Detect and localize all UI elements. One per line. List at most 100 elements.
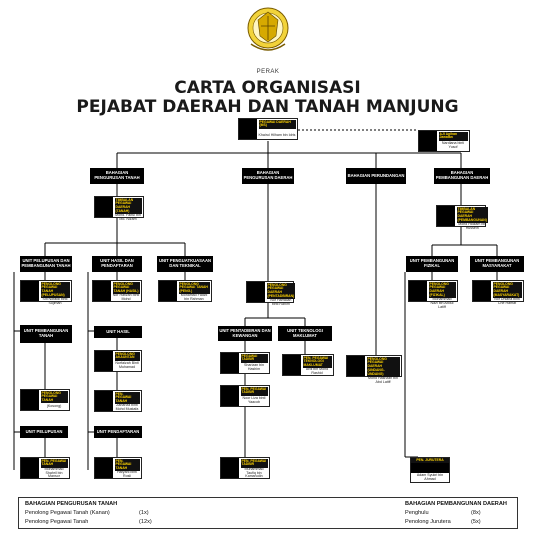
photo-placeholder [247, 282, 265, 302]
unit-penguatkuasaan: UNIT PENGUATKUASAAN DAN TEKNIKAL [157, 256, 213, 272]
photo-placeholder [95, 458, 113, 478]
person-name: Mohd Hasrizan bin Abd Latiff [368, 375, 398, 384]
unit-pendaftaran: UNIT PENDAFTARAN [94, 426, 142, 438]
chart-title: CARTA ORGANISASI [174, 78, 361, 98]
unit-teknologi: UNIT TEKNOLOGI MAKLUMAT [278, 326, 332, 341]
role-label: PEN. PEGAWAI TANAH [114, 392, 140, 405]
unit-pentadbiran-kewangan: UNIT PENTADBIRAN DAN KEWANGAN [218, 326, 272, 341]
pt-head-card: TIMBALAN PEGAWAI DAERAH (TANAH)Mohd. Fai… [94, 196, 144, 221]
photo-placeholder [473, 281, 491, 301]
pegawai-daerah-card: PEGAWAI DAERAH (MS) Khairul Hilham bin Id… [238, 118, 298, 140]
role-label: PEN. PEGAWAI TADBIR [240, 386, 268, 396]
person-name: Mohamad Fadzli bin Rahman [180, 293, 208, 302]
footer-right-item-1: Penghulu [405, 510, 429, 516]
person-name: Mohd. Fairul bin Md. Nizam [115, 213, 141, 222]
photo-placeholder [419, 131, 437, 151]
crest-caption: PERAK [256, 69, 280, 75]
photo-placeholder [411, 462, 449, 473]
fizikal-card: PENOLONG PEGAWAI DAERAH (FIZIKAL)Mohamma… [408, 280, 458, 309]
person-name: Nardiana binti Yusof [441, 141, 465, 150]
role-label: TIMBALAN PEGAWAI DAERAH (TANAH) [114, 198, 142, 215]
chart-subtitle: PEJABAT DAERAH DAN TANAH MANJUNG [76, 97, 459, 117]
bahagian-pengurusan-daerah: BAHAGIAN PENGURUSAN DAERAH [242, 168, 294, 184]
photo-placeholder [93, 281, 111, 301]
role-label: TIMBALAN PEGAWAI DAERAH (PEMBANGUNAN) [456, 206, 488, 224]
person-name: Sharizan bin Hashim [244, 363, 264, 372]
unit-pelupusan: UNIT PELUPUSAN [20, 426, 68, 438]
person-name: Mohd Hidzam bin Hussein [458, 222, 487, 231]
photo-placeholder [159, 281, 177, 301]
perak-crest-logo [247, 7, 289, 51]
role-label: PENOLONG PEGAWAI DAERAH (MASYARAKAT) [492, 282, 522, 299]
photo-placeholder [95, 391, 113, 411]
role-label: PEN. PEGAWAI TANAH [40, 458, 68, 468]
unit-masyarakat: UNIT PEMBANGUNAN MASYARAKAT [470, 256, 524, 272]
photo-placeholder [95, 197, 113, 217]
role-label: PENOLONG PEGAWAI TANAH (PENG.) [178, 281, 210, 295]
role-label: PEGAWAI DAERAH (MS) [258, 120, 296, 129]
person-name: Noor Liza binti Yaacob [242, 396, 266, 405]
person-name: (Kosong) [46, 404, 62, 409]
photo-placeholder [221, 386, 239, 406]
person-name: Norfaizah Binti Muhamad [115, 361, 139, 370]
footer-right-title: BAHAGIAN PEMBANGUNAN DAERAH [405, 501, 507, 507]
role-label: AJI Agihan Jawatan [438, 132, 468, 141]
footer-right-item-1-count: (8x) [471, 510, 481, 516]
footer-left-item-2: Penolong Pegawai Tanah [25, 519, 89, 525]
footer-right-item-2-count: (5x) [471, 519, 481, 525]
masyarakat-card: PENOLONG PEGAWAI DAERAH (MASYARAKAT)Nor … [472, 280, 524, 305]
role-label: PENOLONG AKAUNTAN [114, 352, 140, 361]
role-label: PENOLONG PEGAWAI DAERAH (FIZIKAL) [428, 282, 456, 299]
role-label: PENOLONG PEGAWAI DAERAH (UNDANG-UNDANG) [366, 357, 400, 377]
role-label: PEGAWAI TADBIR [240, 354, 268, 363]
person-name: Muhammad Taufiq bin Kamarudin [244, 466, 264, 479]
staff-summary-box: BAHAGIAN PENGURUSAN TANAH Penolong Pegaw… [18, 497, 518, 529]
role-label: PEN. PEGAWAI TADBIR [240, 458, 268, 468]
person-name: Haryani binti Rosli [117, 470, 137, 479]
pentadbiran-pd-card: PENOLONG PEGAWAI DAERAH (PENTADBIRAN)Nor… [246, 281, 296, 306]
unit-pembangunan-tanah: UNIT PEMBANGUNAN TANAH [20, 325, 72, 343]
bahagian-pengurusan-tanah: BAHAGIAN PENGURUSAN TANAH [90, 168, 144, 184]
photo-placeholder [437, 206, 455, 226]
bahagian-pembangunan-daerah: BAHAGIAN PEMBANGUNAN DAERAH [434, 168, 490, 184]
role-label: PENOLONG PEGAWAI TANAH (HASIL) [112, 281, 140, 295]
photo-placeholder [221, 458, 239, 478]
photo-placeholder [21, 390, 39, 410]
footer-right-item-2: Penolong Jurutera [405, 519, 451, 525]
photo-placeholder [283, 355, 301, 375]
bahagian-perundangan: BAHAGIAN PERUNDANGAN [346, 168, 406, 184]
person-name: Mohammad Nazi bin Abdul Latiff [430, 297, 454, 309]
person-name: Nor Hafizah binti Mohd [112, 293, 140, 302]
photo-placeholder [239, 119, 257, 139]
role-label: PENOLONG PEGAWAI TANAH [40, 391, 68, 404]
pembangunan-tanah-card: PENOLONG PEGAWAI TANAH(Kosong) [20, 389, 70, 411]
photo-placeholder [95, 351, 113, 371]
unit-pelupusan-pembangunan: UNIT PELUPUSAN DAN PEMBANGUNAN TANAH [20, 256, 72, 272]
person-name: Zanariza binti Mohd Mustafa [115, 403, 139, 412]
pd-head-card: TIMBALAN PEGAWAI DAERAH (PEMBANGUNAN)Moh… [436, 205, 488, 230]
footer-left-title: BAHAGIAN PENGURUSAN TANAH [25, 501, 118, 507]
unit-hasil: UNIT HASIL [94, 326, 142, 338]
person-name: Nor Dhiana binti Che Hamat [494, 297, 520, 306]
person-name: Khairul Hilham bin Idris [258, 133, 296, 138]
person-name: Nor Hamidah binti Rahim [270, 298, 292, 307]
unit-fizikal: UNIT PEMBANGUNAN FIZIKAL [406, 256, 458, 272]
fizikal-staff-card: PEN. JURUTERA Adam Syukri bin Ahmad [410, 457, 450, 483]
unit-hasil-pendaftaran: UNIT HASIL DAN PENDAFTARAN [92, 256, 142, 272]
hasil-card: PENOLONG PEGAWAI TANAH (HASIL)Nor Hafiza… [92, 280, 142, 302]
footer-left-item-1: Penolong Pegawai Tanah (Kanan) [25, 510, 110, 516]
photo-placeholder [21, 458, 39, 478]
photo-placeholder [221, 353, 239, 373]
photo-placeholder [21, 281, 39, 301]
person-name: Siti Noraidi binti Sujiman [42, 297, 68, 306]
penguatkuasaan-card: PENOLONG PEGAWAI TANAH (PENG.)Mohamad Fa… [158, 280, 212, 302]
